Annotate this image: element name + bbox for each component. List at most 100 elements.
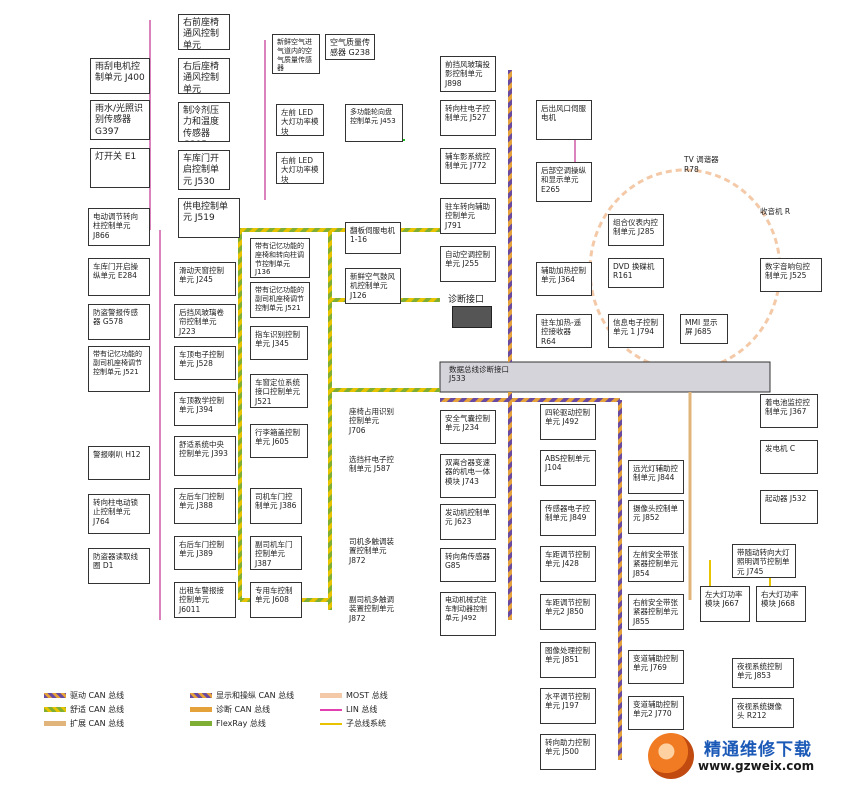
module-b88: 副司机多触调装置控制单元 J872 [345,592,401,626]
module-b70: 图像处理控制单元 J851 [540,642,596,678]
module-b34: 右后车门控制单元 J389 [174,536,236,570]
module-b77: 变道辅助控制单元 J769 [628,650,684,684]
legend-comfort-can: 舒适 CAN 总线 [44,704,124,715]
module-b75: 左前安全带张紧器控制单元 J854 [628,546,684,582]
module-b74: 摄像头控制单元 J852 [628,500,684,534]
module-b87: 司机多触调装置控制单元 J872 [345,534,401,568]
module-b16: 防盗警报传感器 G578 [88,304,150,340]
module-b31: 左后车门控制单元 J388 [174,488,236,524]
module-b57: 数据总线诊断接口 J533 [449,365,509,384]
gateway-bar [439,361,771,393]
logo-emblem-icon [648,733,694,779]
module-b5: 供电控制单元 J519 [178,198,240,238]
module-b47: 后部空调操纵和显示单元 E265 [536,162,592,202]
module-b11: 左前 LED 大灯功率模块 [276,104,324,136]
module-b22: 行李箱盖控制单元 J605 [250,424,308,458]
legend-display-can: 显示和操纵 CAN 总线 [190,690,294,701]
module-b86: 起动器 J532 [760,490,818,524]
module-b63: 转向角传感器 G85 [440,548,496,582]
legend-most: MOST 总线 [320,690,388,701]
module-b2: 右后座椅通风控制单元 [178,58,230,94]
module-b4: 车库门开启控制单元 J530 [178,150,230,190]
module-b56: 数字音响包控制单元 J525 [760,258,822,292]
logo-url: www.gzweix.com [698,759,815,773]
module-b46: 后出风口伺服电机 [536,100,592,140]
legend-diag-can: 诊断 CAN 总线 [190,704,270,715]
module-b19: 带有记忆功能的副司机座椅调节控制单元 J521 [250,282,310,318]
module-b64: 电动机械式驻车制动器控制单元 J492 [440,592,496,636]
module-b55: 收音机 R [760,207,791,216]
module-b14: 电动调节转向柱控制单元 J866 [88,208,150,246]
module-b28: 警报喇叭 H12 [88,446,150,480]
module-b1: 右前座椅通风控制单元 [178,14,230,50]
module-b13: 多功能轮向盘控制单元 J453 [345,104,403,142]
module-b44: 驻车转向辅助控制单元 J791 [440,198,496,234]
module-b76: 右前安全带张紧器控制单元 J855 [628,594,684,630]
site-logo: 精通维修下载 www.gzweix.com [642,729,832,784]
module-b26: 车顶教学控制单元 J394 [174,392,236,426]
module-b78: 变道辅助控制单元2 J770 [628,696,684,730]
module-b43: 辅车影系统控制单元 J772 [440,148,496,184]
module-b12: 右前 LED 大灯功率模块 [276,152,324,184]
legend-lin: LIN 总线 [320,704,377,715]
module-b9: 新鲜空气进气道内的空气质量传感器 [272,34,320,74]
module-b71: 水平调节控制单元 J197 [540,688,596,724]
module-b17: 带有记忆功能的副司机座椅调节控制单元 J521 [88,346,150,392]
diag-port-icon[interactable] [452,306,492,328]
module-b39: 新鲜空气鼓风机控制单元 J126 [345,268,401,304]
legend-drive-can: 驱动 CAN 总线 [44,690,124,701]
module-b67: 传感器电子控制单元 J849 [540,500,596,536]
module-b27: 舒适系统中央控制单元 J393 [174,436,236,476]
module-b50: 驻车加热-遥控接收器 R64 [536,314,592,348]
module-b37: 专用车控制单元 J608 [250,582,302,618]
module-b41: 前挡风玻璃投影控制单元 J898 [440,56,496,92]
module-b81: 右大灯功率模块 J668 [756,586,806,622]
module-b52: 信息电子控制单元 1 J794 [608,314,664,348]
module-b3: 制冷剂压力和温度传感器 G395 [178,102,230,142]
drive-can-lines [440,70,622,760]
diag-port-label: 诊断接口 [448,295,485,305]
module-b45: 自动空调控制单元 J255 [440,246,496,282]
module-b68: 车距调节控制单元 J428 [540,546,596,582]
module-b23: 滑动天窗控制单元 J245 [174,262,236,296]
legend-flexray: FlexRay 总线 [190,718,266,729]
module-b58: 座椅占用识别控制单元 J706 [345,404,401,438]
module-b42: 转向柱电子控制单元 J527 [440,100,496,136]
module-b80: 左大灯功率模块 J667 [700,586,750,622]
module-b49: 辅助加热控制单元 J364 [536,262,592,296]
module-b24: 后挡风玻璃卷帘控制单元 J223 [174,304,236,338]
module-b72: 转向助力控制单元 J500 [540,734,596,770]
module-b73: 远光灯辅助控制单元 J844 [628,460,684,494]
module-b54: TV 调谐器 R78 [684,155,719,174]
module-b18: 带有记忆功能的座椅和转向柱调节控制单元 J136 [250,238,310,278]
legend-extended-can: 扩展 CAN 总线 [44,718,124,729]
module-b84: 着电池监控控制单元 J367 [760,394,818,428]
module-b35: 副司机车门控制单元 J387 [250,536,302,570]
module-b36: 出租车警报接控制单元 J6011 [174,582,236,618]
module-b20: 指车识别控制单元 J345 [250,326,308,360]
module-b8: 灯开关 E1 [90,148,150,188]
module-b38: 翻板伺服电机 1-16 [345,222,401,254]
module-b15: 车库门开启操纵单元 E284 [88,258,150,296]
module-b25: 车顶电子控制单元 J528 [174,346,236,380]
legend-subbus: 子总线系统 [320,718,386,729]
module-b69: 车距调节控制单元2 J850 [540,594,596,630]
module-b59: 选挡杆电子控制单元 J587 [345,452,401,486]
module-b61: 双离合器变速器的机电一体模块 J743 [440,454,496,498]
module-b48: 组合仪表内控制单元 J285 [608,214,664,246]
module-b79: 带随动转向大灯照明调节控制单元 J745 [732,544,796,578]
module-b30: 防盗器读取线圈 D1 [88,548,150,584]
logo-title: 精通维修下载 [704,740,812,760]
module-b83: 夜视系统摄像头 R212 [732,698,794,728]
module-b65: 四轮驱动控制单元 J492 [540,404,596,440]
module-b21: 车窗定位系统接口控制单元 J521 [250,374,308,408]
module-b82: 夜视系统控制单元 J853 [732,658,794,688]
module-b33: 司机车门控制单元 J386 [250,488,302,524]
module-b85: 发电机 C [760,440,818,474]
module-b6: 雨刮电机控制单元 J400 [90,58,150,94]
module-b66: ABS控制单元 J104 [540,450,596,486]
module-b53: MMI 显示屏 J685 [680,314,728,344]
module-b29: 转向柱电动锁止控制单元 J764 [88,494,150,534]
module-b51: DVD 换碟机 R161 [608,258,664,288]
module-b7: 雨水/光照识别传感器 G397 [90,100,150,140]
